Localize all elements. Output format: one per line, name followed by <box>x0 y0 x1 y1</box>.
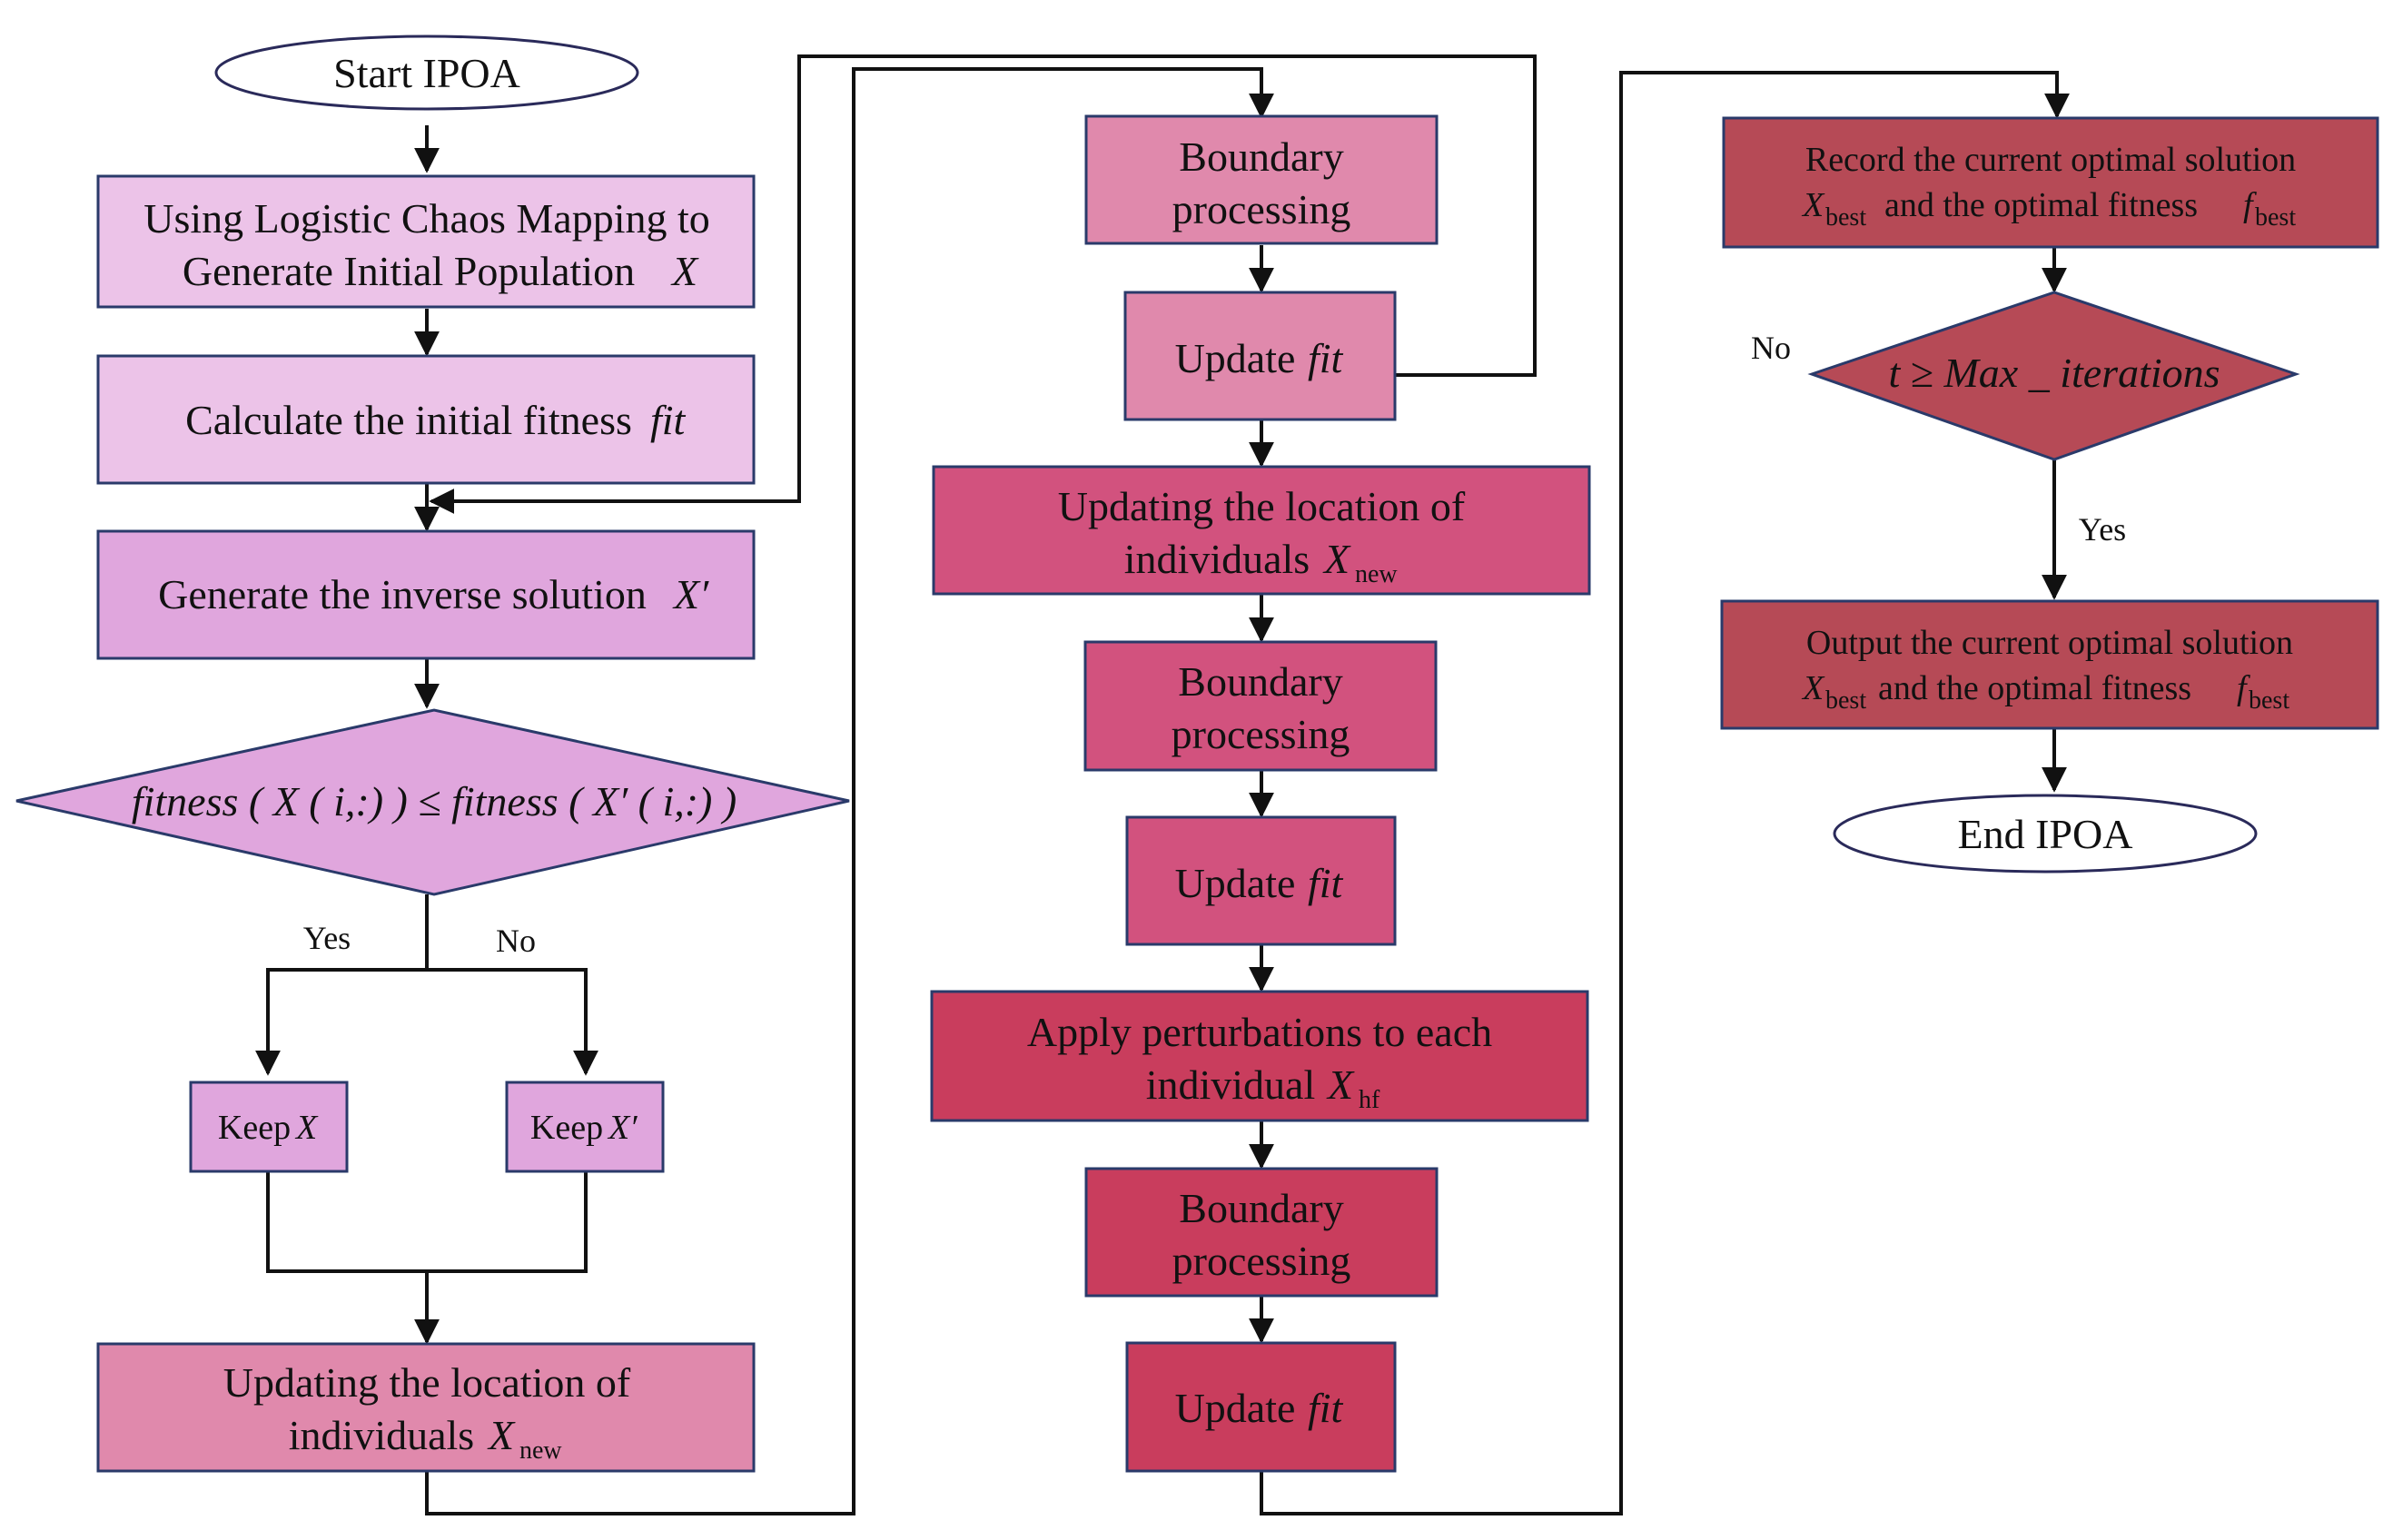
update-loc1-line2: individuals <box>289 1412 474 1458</box>
loop-back-line <box>429 54 1537 514</box>
perturb-line1: Apply perturbations to each <box>1027 1009 1492 1055</box>
output-xbest-sub: best <box>1825 686 1866 715</box>
boundary1-line1: Boundary <box>1179 133 1343 180</box>
decision-max-iterations: t ≥ Max _ iterations <box>1807 291 2300 461</box>
record-solution-box: Record the current optimal solution X be… <box>1722 116 2379 249</box>
record-fbest-sub: best <box>2255 203 2296 232</box>
keep-x-var: X <box>294 1109 319 1147</box>
decision-fitness: fitness ( X ( i,:) ) ≤ fitness ( X′ ( i,… <box>15 708 850 896</box>
output-fbest-sub: best <box>2249 686 2289 715</box>
keep-x-box: Keep X <box>189 1081 349 1173</box>
decision1-label: fitness ( X ( i,:) ) ≤ fitness ( X′ ( i,… <box>132 778 737 824</box>
decision1-split <box>255 894 429 1076</box>
boundary-box-2: Boundary processing <box>1083 640 1438 772</box>
link-col2-to-col3 <box>1260 71 2070 1515</box>
update-location-box-1: Updating the location of individuals X n… <box>96 1342 756 1473</box>
record-line2: and the optimal fitness <box>1884 186 2198 224</box>
update-loc2-line2: individuals <box>1124 536 1310 582</box>
decision1-no-branch <box>427 968 598 1076</box>
keep-xprime-var: X′ <box>607 1109 638 1147</box>
merge-lines <box>266 1171 588 1273</box>
update-loc2-sub: new <box>1355 560 1398 588</box>
boundary2-line1: Boundary <box>1178 658 1342 705</box>
calc-fitness-label: Calculate the initial fitness <box>185 397 632 443</box>
init-pop-line2: Generate Initial Population <box>183 248 635 294</box>
end-label: End IPOA <box>1958 811 2133 857</box>
update-loc2-line1: Updating the location of <box>1058 483 1466 529</box>
perturb-sub: hf <box>1359 1086 1380 1114</box>
inverse-solution-box: Generate the inverse solution X′ <box>96 529 756 660</box>
update-fit-box-3: Update fit <box>1125 1341 1397 1473</box>
boundary3-line1: Boundary <box>1179 1185 1343 1231</box>
update-fit2-var: fit <box>1308 860 1344 906</box>
keep-xprime-label: Keep <box>530 1109 603 1147</box>
perturb-line2: individual <box>1146 1061 1316 1108</box>
start-label: Start IPOA <box>333 50 520 96</box>
decision1-no-label: No <box>496 923 536 959</box>
output-xbest-var: X <box>1801 669 1825 707</box>
update-fit-box-2: Update fit <box>1125 815 1397 946</box>
update-fit2-label: Update <box>1175 860 1296 906</box>
update-loc2-var: X <box>1322 536 1351 582</box>
update-fit-box-1: Update fit <box>1123 291 1397 421</box>
boundary-box-1: Boundary processing <box>1084 114 1439 245</box>
update-location-box-2: Updating the location of individuals X n… <box>932 465 1591 596</box>
update-fit3-var: fit <box>1308 1385 1344 1431</box>
link-col1-to-col2 <box>425 67 1274 1515</box>
output-line1: Output the current optimal solution <box>1806 624 2293 662</box>
init-pop-line1: Using Logistic Chaos Mapping to <box>143 195 710 242</box>
inverse-label: Generate the inverse solution <box>158 571 647 617</box>
update-fit1-label: Update <box>1175 335 1296 381</box>
update-loc1-var: X <box>487 1412 516 1458</box>
decision1-yes-label: Yes <box>303 920 351 956</box>
calc-fitness-box: Calculate the initial fitness fit <box>96 354 756 485</box>
update-fit3-label: Update <box>1175 1385 1296 1431</box>
output-line2: and the optimal fitness <box>1878 669 2191 707</box>
init-population-box: Using Logistic Chaos Mapping to Generate… <box>96 174 756 309</box>
decision2-no-label: No <box>1751 330 1791 366</box>
decision2-yes-label: Yes <box>2079 511 2126 548</box>
boundary1-line2: processing <box>1172 186 1351 232</box>
connectors <box>255 54 2070 1515</box>
start-node: Start IPOA <box>214 35 639 111</box>
inverse-var: X′ <box>672 571 709 617</box>
perturb-var: X <box>1326 1061 1355 1108</box>
output-solution-box: Output the current optimal solution X be… <box>1720 599 2379 730</box>
record-xbest-var: X <box>1801 186 1825 224</box>
boundary3-line2: processing <box>1172 1238 1351 1284</box>
boundary2-line2: processing <box>1172 711 1350 757</box>
update-loc1-line1: Updating the location of <box>223 1359 631 1406</box>
update-fit1-var: fit <box>1308 335 1344 381</box>
record-line1: Record the current optimal solution <box>1805 141 2296 179</box>
init-pop-var: X <box>670 248 699 294</box>
update-loc1-sub: new <box>519 1436 562 1465</box>
calc-fitness-var: fit <box>650 397 687 443</box>
decision2-label: t ≥ Max _ iterations <box>1888 350 2220 396</box>
boundary-box-3: Boundary processing <box>1084 1167 1439 1298</box>
keep-xprime-box: Keep X′ <box>505 1081 665 1173</box>
keep-x-label: Keep <box>218 1109 291 1147</box>
record-xbest-sub: best <box>1825 203 1866 232</box>
end-node: End IPOA <box>1833 794 2258 874</box>
perturbation-box: Apply perturbations to each individual X… <box>930 990 1589 1122</box>
